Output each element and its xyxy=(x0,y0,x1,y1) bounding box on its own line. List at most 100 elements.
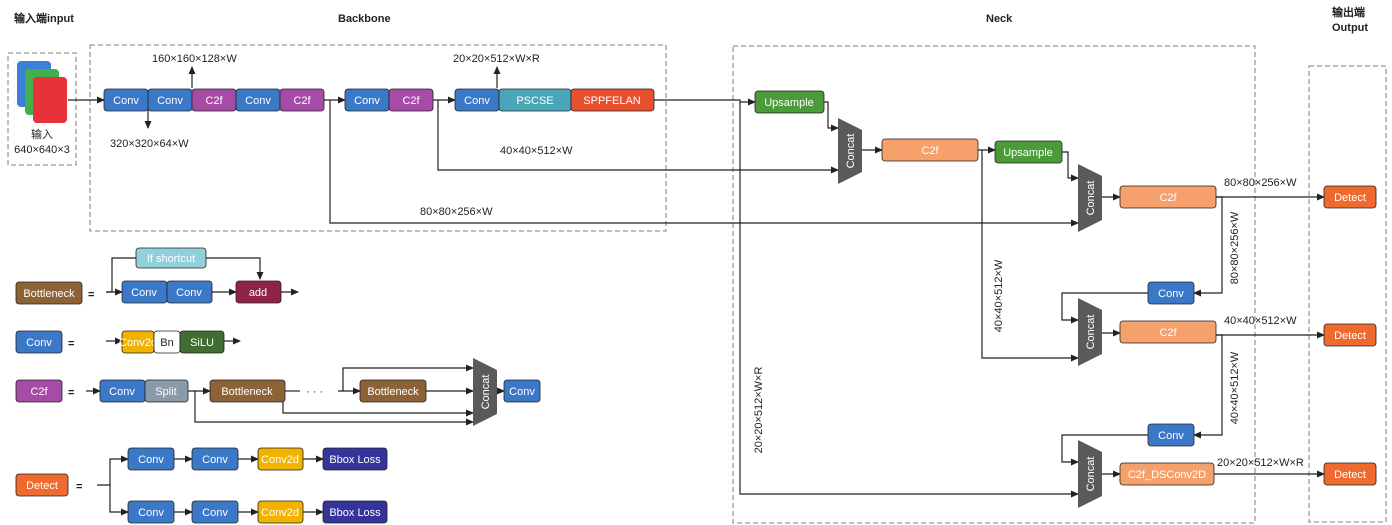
svg-text:Conv: Conv xyxy=(113,95,139,107)
svg-text:Conv: Conv xyxy=(138,454,164,466)
neck-conv-1: Conv xyxy=(1147,281,1195,305)
svg-text:Concat: Concat xyxy=(845,134,857,169)
backbone-c2f-3: C2f xyxy=(388,88,434,112)
svg-text:If shortcut: If shortcut xyxy=(147,253,195,265)
dim-label-20r-out: 20×20×512×W×R xyxy=(1217,457,1304,469)
svg-text:Conv: Conv xyxy=(157,95,183,107)
backbone-c2f-2: C2f xyxy=(279,88,325,112)
svg-text:Conv: Conv xyxy=(202,507,228,519)
svg-text:Upsample: Upsample xyxy=(764,97,814,109)
output-region-frame xyxy=(1308,65,1387,523)
legend-c2f-key: C2f xyxy=(15,379,63,403)
svg-text:Concat: Concat xyxy=(1085,181,1097,216)
svg-text:Bn: Bn xyxy=(160,337,173,349)
svg-text:Conv: Conv xyxy=(354,95,380,107)
dim-label-320: 320×320×64×W xyxy=(110,138,189,150)
input-section-title: 输入端input xyxy=(14,11,74,25)
backbone-conv-3: Conv xyxy=(235,88,281,112)
svg-text:add: add xyxy=(249,287,267,299)
svg-text:Bbox Loss: Bbox Loss xyxy=(329,507,381,519)
output-detect-3: Detect xyxy=(1323,462,1377,486)
output-section-title-en: Output xyxy=(1332,22,1368,34)
svg-text:C2f: C2f xyxy=(1159,327,1177,339)
svg-text:Conv: Conv xyxy=(245,95,271,107)
svg-text:Conv: Conv xyxy=(464,95,490,107)
svg-text:PSCSE: PSCSE xyxy=(516,95,553,107)
neck-c2f-1: C2f xyxy=(881,138,979,162)
dim-label-20r-top: 20×20×512×W×R xyxy=(453,53,540,65)
svg-text:Detect: Detect xyxy=(1334,469,1366,481)
backbone-conv-1: Conv xyxy=(103,88,149,112)
neck-upsample-1: Upsample xyxy=(754,90,825,114)
svg-text:Concat: Concat xyxy=(1085,457,1097,492)
neck-c2f-3: C2f xyxy=(1119,320,1217,344)
legend-ellipsis: · · · xyxy=(306,386,323,398)
svg-text:Conv2d: Conv2d xyxy=(119,337,157,349)
legend-bottleneck-conv-1: Conv xyxy=(121,280,168,304)
input-size-label: 640×640×3 xyxy=(14,144,70,156)
output-section-title-cn: 输出端 xyxy=(1332,5,1365,19)
neck-concat-1: Concat xyxy=(838,118,862,184)
dim-label-160: 160×160×128×W xyxy=(152,53,237,65)
legend-c2f-bottleneck-2: Bottleneck xyxy=(359,379,427,403)
svg-text:C2f: C2f xyxy=(30,386,48,398)
input-label: 输入 xyxy=(31,127,53,141)
backbone-region-frame xyxy=(89,44,667,232)
legend-detect-key: Detect xyxy=(15,473,69,497)
dim-label-40-out: 40×40×512×W xyxy=(1224,315,1297,327)
legend-bn-block: Bn xyxy=(153,330,181,354)
legend-silu-block: SiLU xyxy=(179,330,225,354)
legend-detect-conv2d-1: Conv2d xyxy=(257,447,304,471)
dim-label-40-backbone: 40×40×512×W xyxy=(500,145,573,157)
svg-text:Conv: Conv xyxy=(509,386,535,398)
legend-conv2d-block: Conv2d xyxy=(119,330,157,354)
svg-text:Conv: Conv xyxy=(131,287,157,299)
svg-text:Conv: Conv xyxy=(138,507,164,519)
legend-equals: = xyxy=(68,387,74,399)
dim-label-40-vertical-neck: 40×40×512×W xyxy=(993,259,1005,332)
legend-conv-key: Conv xyxy=(15,330,63,354)
legend-bbox-loss-2: Bbox Loss xyxy=(322,500,388,524)
dim-label-40-vertical-right: 40×40×512×W xyxy=(1229,351,1241,424)
svg-text:C2f: C2f xyxy=(205,95,223,107)
legend-equals: = xyxy=(88,289,94,301)
output-detect-2: Detect xyxy=(1323,323,1377,347)
svg-text:Concat: Concat xyxy=(480,375,492,410)
backbone-conv-2: Conv xyxy=(147,88,193,112)
svg-text:Detect: Detect xyxy=(26,480,58,492)
svg-text:Conv2d: Conv2d xyxy=(261,507,299,519)
input-region-frame xyxy=(7,52,77,166)
neck-concat-4: Concat xyxy=(1078,440,1102,508)
legend-c2f-conv-1: Conv xyxy=(99,379,146,403)
legend-bottleneck: Bottleneck = If shortcut Conv Conv add xyxy=(15,247,282,305)
input-image-icon xyxy=(17,61,67,123)
svg-text:C2f: C2f xyxy=(402,95,420,107)
svg-text:C2f_DSConv2D: C2f_DSConv2D xyxy=(1128,469,1206,481)
legend-detect-conv-2a: Conv xyxy=(127,500,175,524)
svg-text:Bottleneck: Bottleneck xyxy=(367,386,419,398)
svg-text:Upsample: Upsample xyxy=(1003,147,1053,159)
svg-text:Detect: Detect xyxy=(1334,330,1366,342)
svg-text:Conv: Conv xyxy=(109,386,135,398)
backbone-pscse: PSCSE xyxy=(498,88,572,112)
neck-concat-3: Concat xyxy=(1078,298,1102,366)
neck-c2f-dsconv2d: C2f_DSConv2D xyxy=(1119,462,1215,486)
legend-bbox-loss-1: Bbox Loss xyxy=(322,447,388,471)
legend-conv: Conv = Conv2d Bn SiLU xyxy=(15,330,225,354)
svg-text:Conv: Conv xyxy=(202,454,228,466)
svg-text:SiLU: SiLU xyxy=(190,337,214,349)
dim-label-20r-vertical: 20×20×512×W×R xyxy=(753,367,765,454)
svg-text:Bottleneck: Bottleneck xyxy=(221,386,273,398)
neck-concat-2: Concat xyxy=(1078,164,1102,232)
legend-c2f-bottleneck-1: Bottleneck xyxy=(209,379,286,403)
legend-detect-conv-1a: Conv xyxy=(127,447,175,471)
backbone-c2f-1: C2f xyxy=(191,88,237,112)
dim-label-80-vertical: 80×80×256×W xyxy=(1229,211,1241,284)
legend-shortcut-block: If shortcut xyxy=(135,247,207,269)
svg-text:C2f: C2f xyxy=(921,145,939,157)
legend-c2f-conv-2: Conv xyxy=(503,379,541,403)
output-detect-1: Detect xyxy=(1323,185,1377,209)
svg-text:Conv: Conv xyxy=(26,337,52,349)
legend-bottleneck-key: Bottleneck xyxy=(15,281,83,305)
